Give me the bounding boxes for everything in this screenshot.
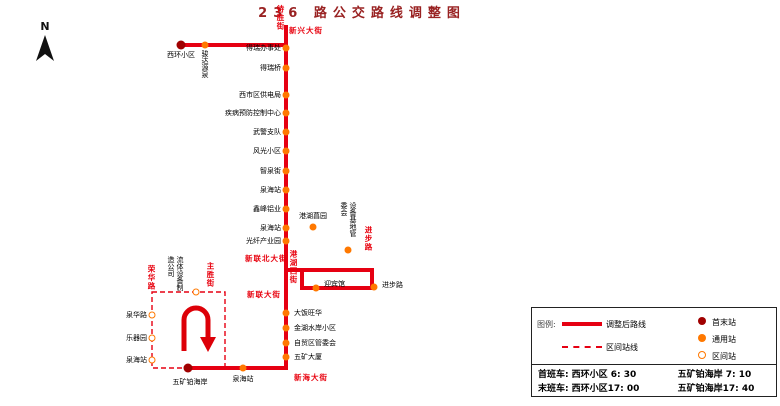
schedule-first-time: 西环小区 6: 30 xyxy=(571,370,637,381)
north-arrow-icon xyxy=(36,35,54,61)
legend-label-section-route: 区间站线 xyxy=(606,343,638,352)
legend-label-section: 区间站 xyxy=(712,352,736,361)
schedule-second-time: 五矿铂海岸 7: 10 xyxy=(677,370,752,381)
legend-title: 图例: xyxy=(537,320,556,329)
u-turn-arrowhead-icon xyxy=(200,337,216,352)
legend-label-stop: 通用站 xyxy=(712,335,736,344)
schedule-first-time: 西环小区17: 00 xyxy=(571,383,640,394)
legend-terminal-dot-icon xyxy=(698,317,706,325)
schedule-row-last-bus: 末班车: 西环小区17: 00 五矿铂海岸17: 40 xyxy=(538,381,770,394)
compass-label: N xyxy=(40,20,50,33)
schedule-box: 首班车: 西环小区 6: 30 五矿铂海岸 7: 10 末班车: 西环小区17:… xyxy=(531,364,777,397)
legend-label-terminal: 首末站 xyxy=(712,318,736,327)
u-turn-arrow xyxy=(181,305,211,351)
schedule-label: 首班车: xyxy=(538,370,569,381)
legend-box: 图例: 调整后路线 区间站线 首末站 通用站 区间站 xyxy=(531,307,777,365)
legend-stop-dot-icon xyxy=(698,334,706,342)
legend-label-adjusted-route: 调整后路线 xyxy=(606,320,646,329)
legend-solid-line-sample xyxy=(562,322,602,326)
page-title: 236 路公交路线调整图 xyxy=(258,6,466,21)
schedule-second-time: 五矿铂海岸17: 40 xyxy=(677,383,755,394)
schedule-label: 末班车: xyxy=(538,383,569,394)
legend-section-circle-icon xyxy=(698,351,706,359)
legend-dashed-line-sample xyxy=(562,346,602,348)
compass: N xyxy=(33,20,57,67)
section-route-line xyxy=(151,291,226,369)
schedule-row-first-bus: 首班车: 西环小区 6: 30 五矿铂海岸 7: 10 xyxy=(538,367,770,380)
